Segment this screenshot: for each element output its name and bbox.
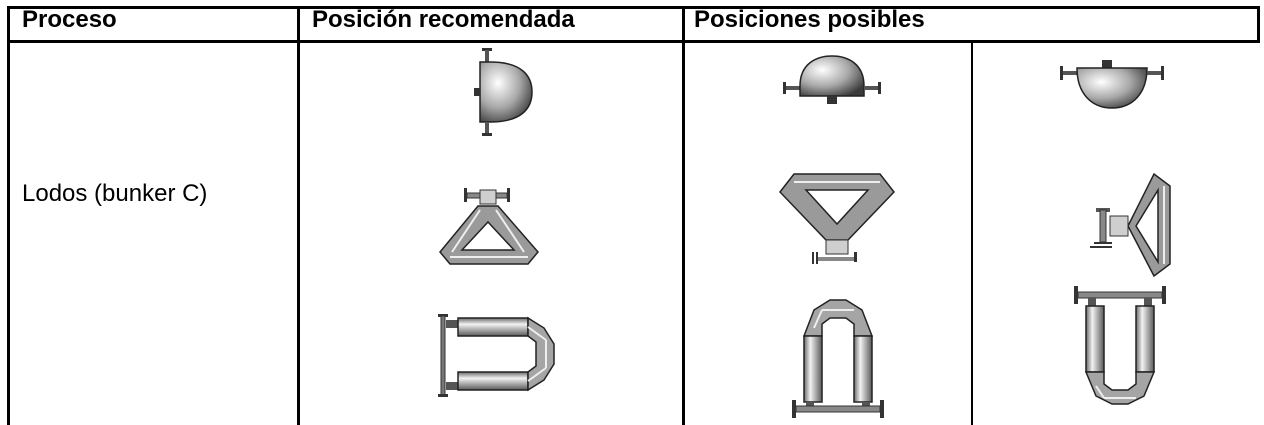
table-right-border [1257,6,1260,43]
header-bottom-border [7,40,1259,43]
delta-meter-icon [439,188,539,265]
table-top-border [7,6,1259,9]
dome-meter-icon [474,48,533,136]
col-divider-1 [297,6,300,425]
dome-meter-icon [1060,60,1164,109]
header-process: Proceso [22,6,117,33]
header-recommended-position: Posición recomendada [312,6,575,33]
u-tube-meter-icon [438,314,555,397]
delta-meter-icon [1090,172,1171,278]
col-divider-3 [971,40,973,425]
process-name: Lodos (bunker C) [22,180,208,207]
col-divider-2 [682,6,685,425]
delta-meter-icon [779,173,895,264]
u-tube-meter-icon [1074,286,1166,405]
header-possible-positions: Posiciones posibles [694,6,925,33]
table-left-border [7,6,10,425]
u-tube-meter-icon [792,299,884,418]
dome-meter-icon [783,55,881,104]
